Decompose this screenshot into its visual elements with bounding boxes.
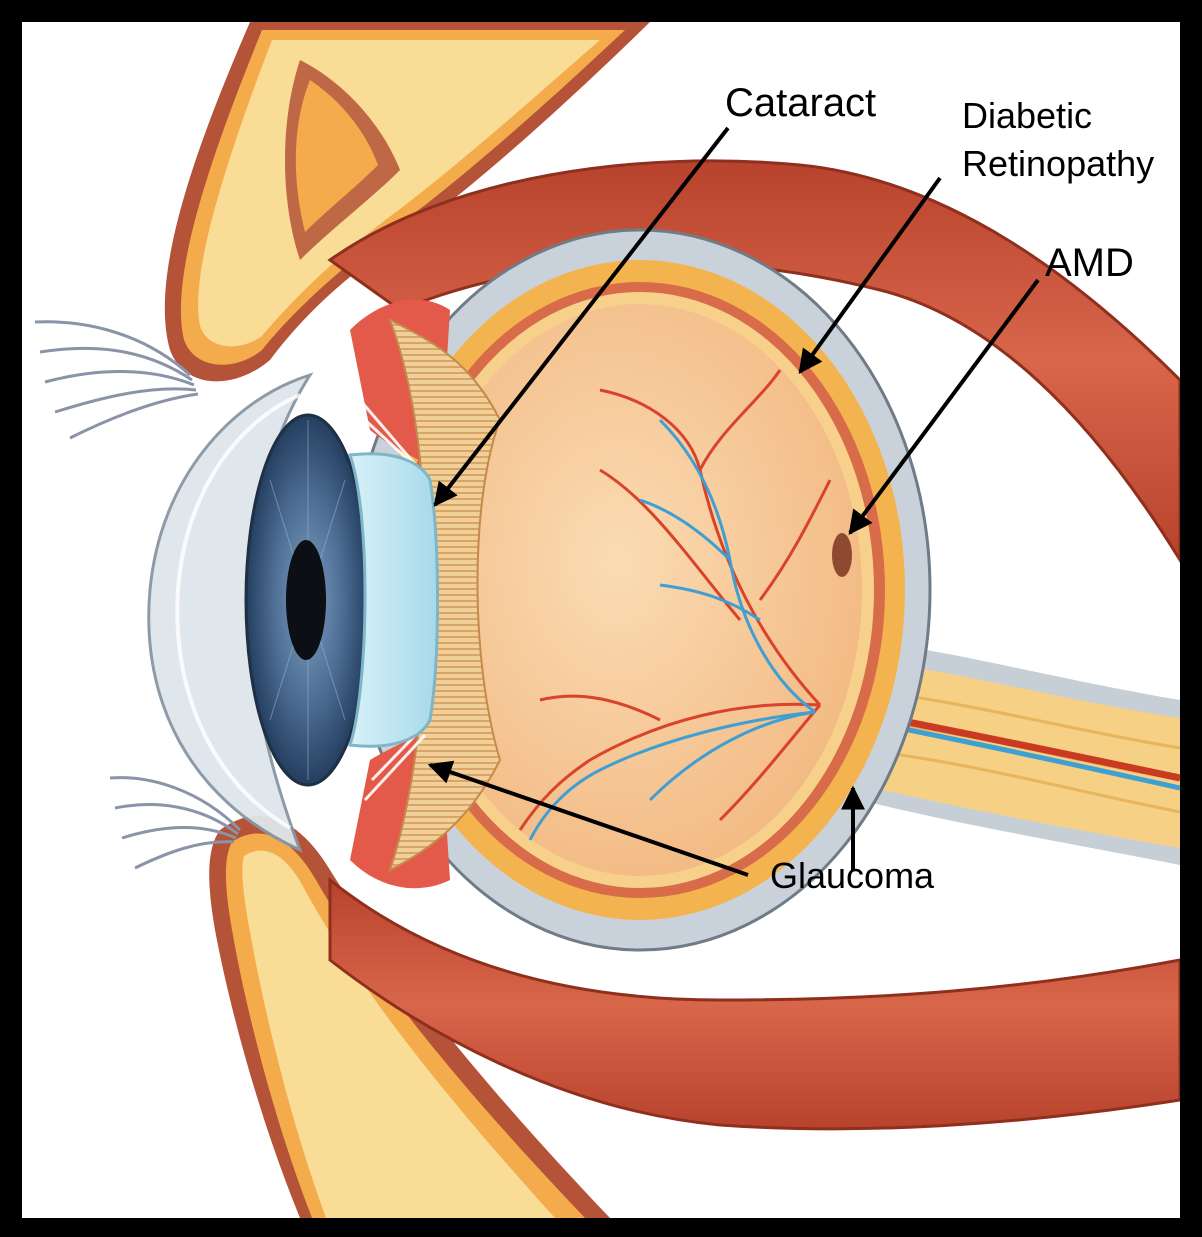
label-glaucoma: Glaucoma [770, 855, 935, 896]
diagram-canvas: Cataract Diabetic Retinopathy AMD Glauco… [22, 22, 1180, 1218]
eye-anatomy-diagram: Cataract Diabetic Retinopathy AMD Glauco… [22, 22, 1180, 1218]
pupil [286, 540, 326, 660]
label-retinopathy: Retinopathy [962, 143, 1154, 184]
label-cataract: Cataract [725, 81, 876, 125]
label-amd: AMD [1045, 241, 1134, 285]
label-diabetic: Diabetic [962, 95, 1092, 136]
vitreous-body [418, 304, 862, 876]
macula [832, 533, 852, 577]
